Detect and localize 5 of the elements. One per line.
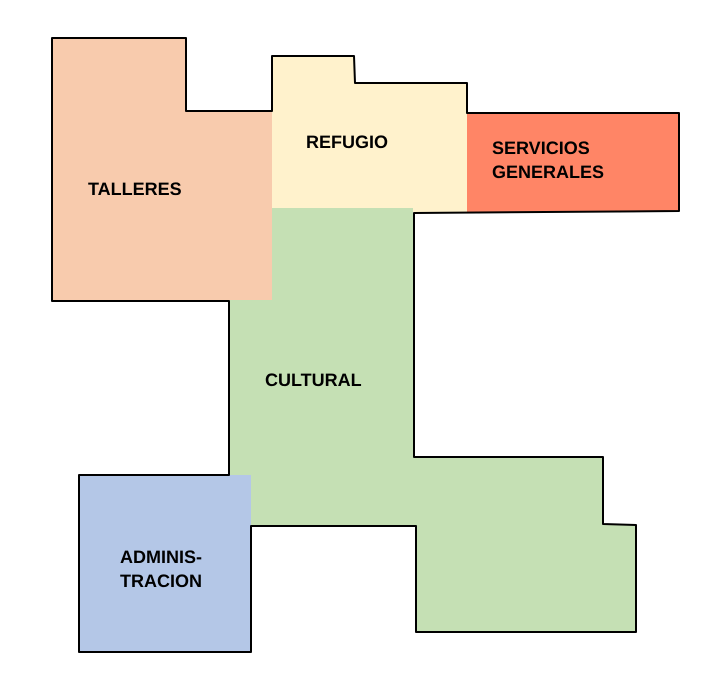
zone-label: REFUGIO (306, 131, 390, 154)
zone-label: SERVICIOS GENERALES (492, 137, 606, 184)
zone-label: CULTURAL (265, 369, 363, 392)
zone-label: TALLERES (88, 178, 183, 201)
zone-label: ADMINIS- TRACION (119, 546, 203, 593)
